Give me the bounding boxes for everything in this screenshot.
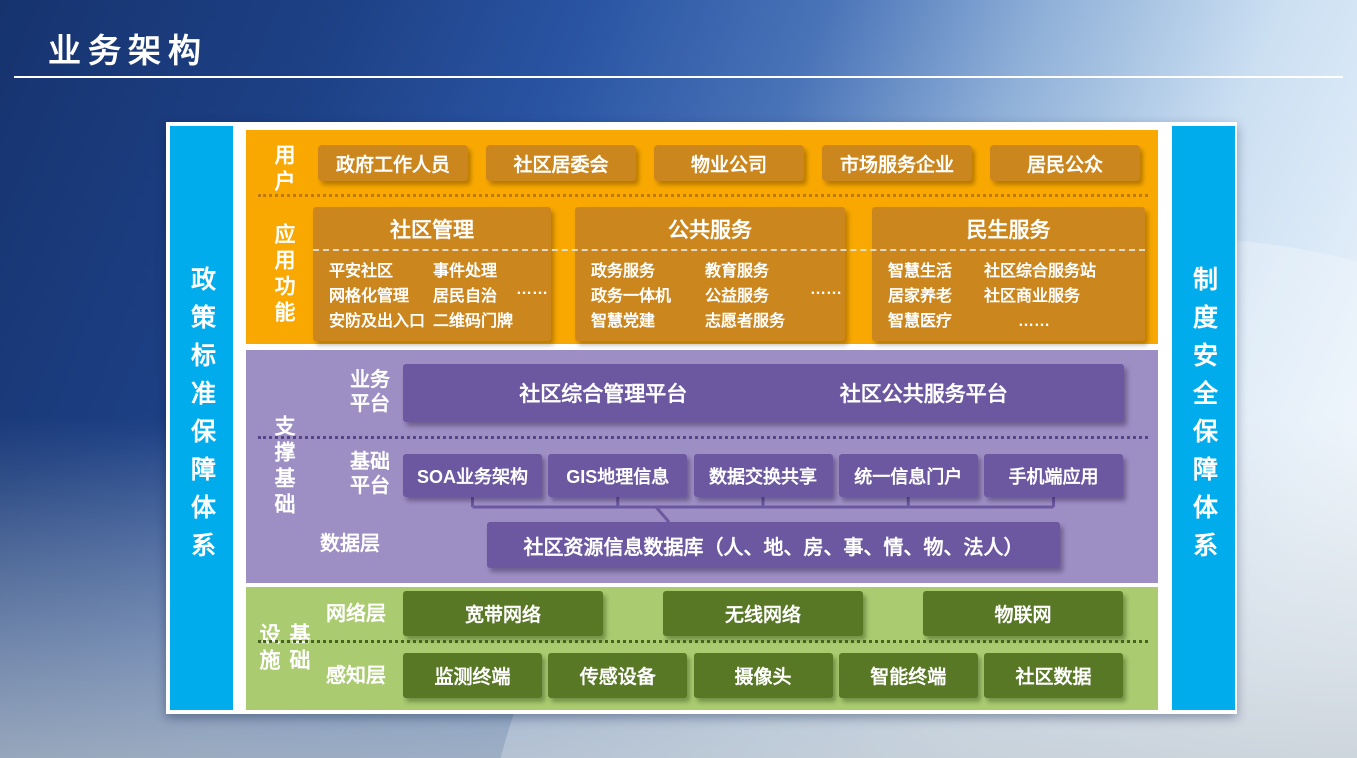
base-box-info-portal: 统一信息门户 [838,454,978,497]
app-item: 二维码门牌 [433,313,514,330]
app-functions-layer-label: 应用功能 [272,223,295,327]
app-card-column: 政务服务 政务一体机 智慧党建 [591,259,671,334]
infrastructure-separator [258,640,1148,643]
app-card-column: 教育服务 公益服务 志愿者服务 [705,259,785,334]
network-row: 宽带网络 无线网络 物联网 [403,591,1123,636]
app-item: 网格化管理 [329,288,410,305]
support-separator [258,436,1148,439]
users-layer-label: 用户 [272,144,295,196]
business-platform-bar: 社区综合管理平台 社区公共服务平台 [403,364,1124,422]
app-item: 政务服务 [591,263,656,280]
sensing-layer-label: 感知层 [326,665,386,687]
app-card-community-management: 社区管理 平安社区 网格化管理 安防及出入口 事件处理 居民自治 二维码门牌 …… [313,207,551,341]
network-box-wireless: 无线网络 [663,591,863,636]
app-card-title: 民生服务 [966,219,1051,242]
app-item: 安防及出入口 [329,313,426,330]
sensing-row: 监测终端 传感设备 摄像头 智能终端 社区数据 [403,653,1123,698]
policy-standard-bar: 政策标准保障体系 [170,126,233,710]
app-item: 公益服务 [705,288,770,305]
base-platform-row: SOA业务架构 GIS地理信息 数据交换共享 统一信息门户 手机端应用 [403,454,1123,497]
app-item: 社区综合服务站 [984,263,1097,280]
app-card-public-services: 公共服务 政务服务 政务一体机 智慧党建 教育服务 公益服务 志愿者服务 …… [575,207,845,341]
policy-standard-label: 政策标准保障体系 [187,266,216,570]
base-platform-label: 基础 平台 [350,451,390,497]
app-item: 智慧医疗 [888,313,953,330]
app-item: 志愿者服务 [705,313,786,330]
sensing-box-community-data: 社区数据 [984,653,1123,698]
app-card-column: 平安社区 网格化管理 安防及出入口 [329,259,425,334]
ellipsis: …… [516,281,548,298]
cards-dashed-line [313,249,1145,251]
network-layer-label: 网络层 [326,603,386,625]
ellipsis: …… [1018,313,1050,330]
support-layer-label: 支撑基础 [272,415,295,519]
sensing-box-sensor-device: 传感设备 [548,653,688,698]
base-box-soa: SOA业务架构 [403,454,542,497]
app-card-column: 智慧生活 居家养老 智慧医疗 [888,259,952,334]
section-users-applications: 用户 政府工作人员 社区居委会 物业公司 市场服务企业 居民公众 应用功能 社区… [246,130,1158,344]
network-box-broadband: 宽带网络 [403,591,603,636]
page-title: 业务架构 [48,34,208,70]
user-box-market: 市场服务企业 [822,145,972,181]
sensing-box-camera: 摄像头 [693,653,833,698]
app-card-livelihood-services: 民生服务 智慧生活 居家养老 智慧医疗 社区综合服务站 社区商业服务 …… [872,207,1145,341]
users-row: 政府工作人员 社区居委会 物业公司 市场服务企业 居民公众 [318,145,1140,181]
app-item: 社区商业服务 [984,288,1081,305]
user-box-government: 政府工作人员 [318,145,468,181]
app-item: 智慧党建 [591,313,656,330]
title-underline [14,76,1343,78]
user-box-property: 物业公司 [654,145,804,181]
app-item: 居民自治 [433,288,498,305]
base-box-data-exchange: 数据交换共享 [693,454,833,497]
user-box-committee: 社区居委会 [486,145,636,181]
user-box-residents: 居民公众 [990,145,1140,181]
app-item: 教育服务 [705,263,770,280]
app-card-title: 公共服务 [668,219,752,242]
data-layer-bar: 社区资源信息数据库（人、地、房、事、情、物、法人） [487,522,1060,568]
app-card-title: 社区管理 [390,219,474,242]
section-support-foundation: 支撑基础 业务 平台 社区综合管理平台 社区公共服务平台 基础 平台 SOA业务… [246,350,1158,583]
app-card-column: 社区综合服务站 社区商业服务 …… [984,259,1096,334]
sensing-box-monitor-terminal: 监测终端 [403,653,542,698]
institution-security-bar: 制度安全保障体系 [1172,126,1235,710]
network-box-iot: 物联网 [923,591,1123,636]
sensing-box-smart-terminal: 智能终端 [838,653,978,698]
ellipsis: …… [810,281,842,298]
app-card-column: 事件处理 居民自治 二维码门牌 [433,259,513,334]
section-infrastructure: 基础 设施 网络层 宽带网络 无线网络 物联网 感知层 监测终端 传感设备 摄像… [246,587,1158,710]
app-item: 平安社区 [329,263,394,280]
base-box-gis: GIS地理信息 [548,454,688,497]
data-layer-label: 数据层 [320,533,380,555]
app-item: 居家养老 [888,288,953,305]
platform-community-management: 社区综合管理平台 [519,383,688,406]
institution-security-label: 制度安全保障体系 [1189,266,1218,570]
infrastructure-layer-label: 基础 设施 [257,623,310,675]
app-item: 政务一体机 [591,288,672,305]
users-separator [258,194,1148,197]
app-item: 智慧生活 [888,263,953,280]
base-box-mobile-app: 手机端应用 [984,454,1123,497]
business-platform-label: 业务 平台 [350,369,390,415]
app-item: 事件处理 [433,263,498,280]
platform-public-service: 社区公共服务平台 [839,383,1008,406]
